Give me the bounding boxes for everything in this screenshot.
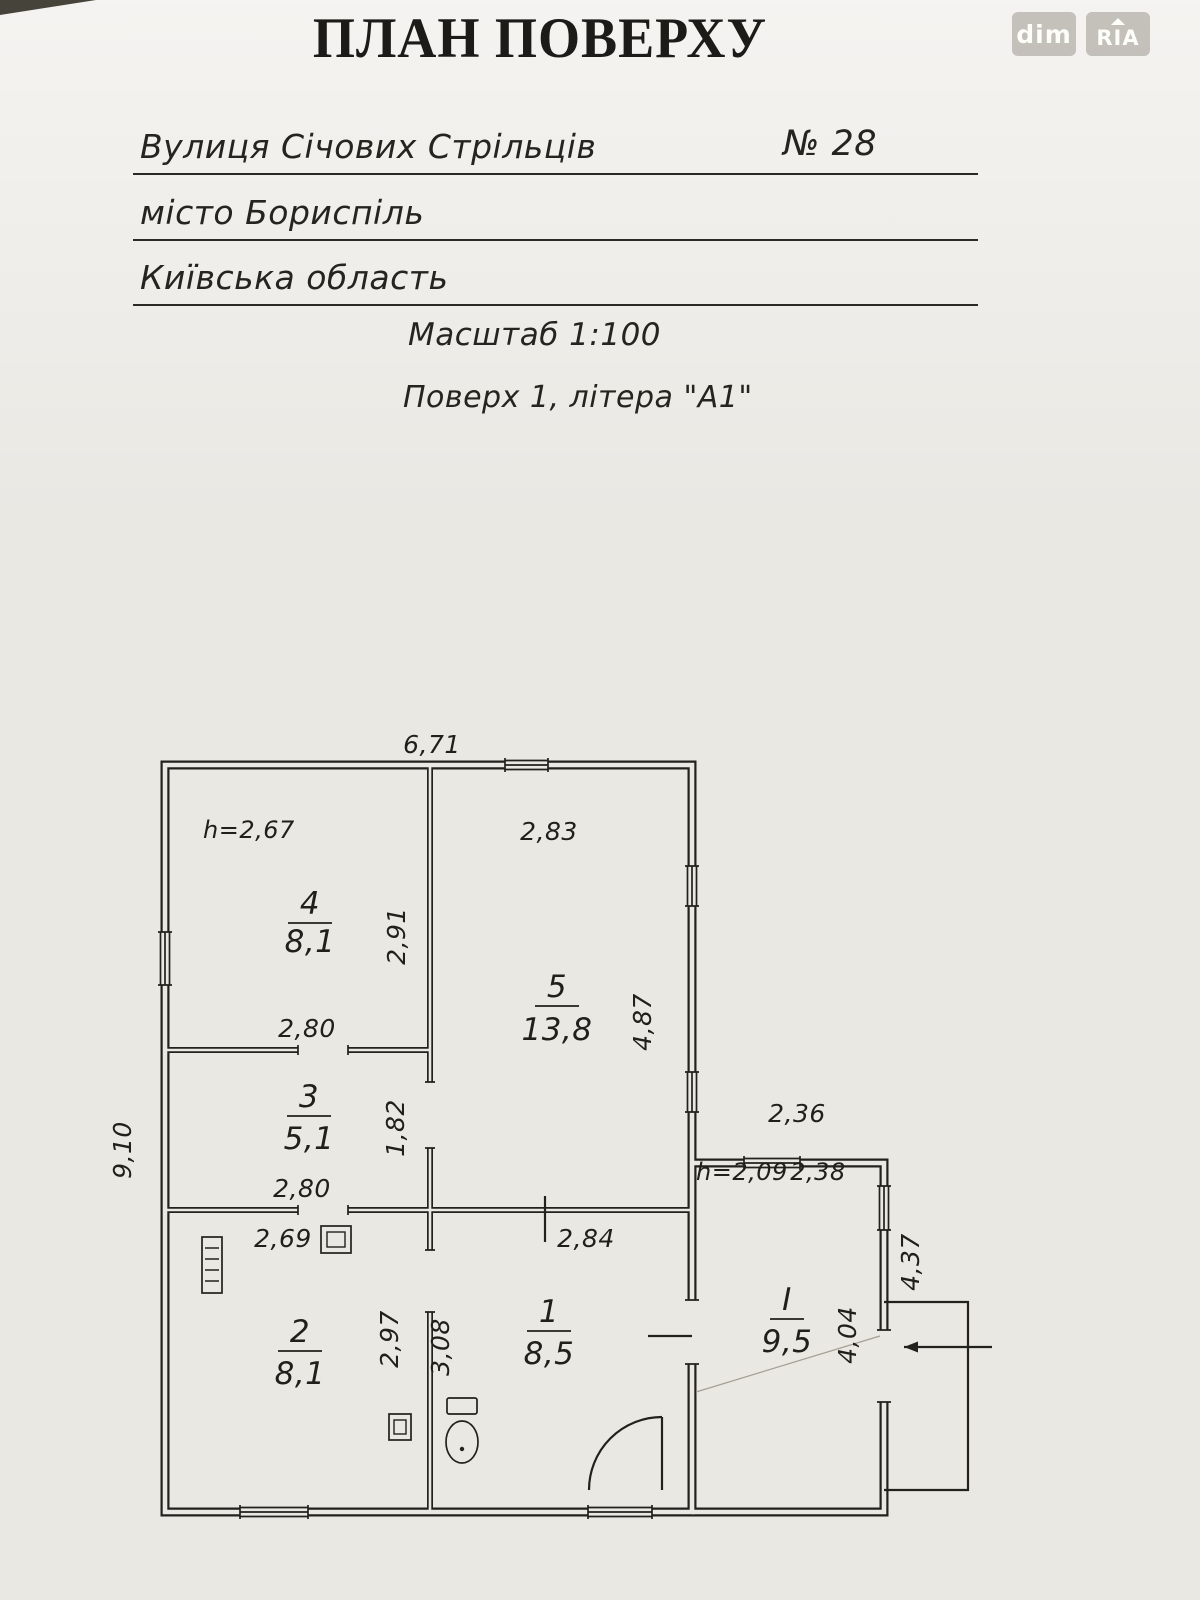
room4-width: 2,80 (278, 1014, 336, 1043)
dim-overall-width: 6,71 (403, 730, 461, 759)
room4-number: 4 (300, 886, 320, 922)
room5-width: 2,83 (520, 817, 578, 846)
room3-width: 2,80 (273, 1174, 331, 1203)
plan-labels: 6,71 9,10 h=2,67 4 8,1 2,91 2,80 2,83 5 … (108, 730, 925, 1392)
annex-inner-width: 2,38 (790, 1158, 845, 1186)
dim-logo: dim (1012, 12, 1076, 56)
wall-channels (162, 762, 887, 1515)
room2-width: 2,69 (254, 1224, 312, 1253)
room-fraction-lines (278, 922, 804, 1352)
stove-icon (320, 1225, 352, 1254)
window-room5-right-lower (685, 1071, 699, 1113)
dim-overall-depth: 9,10 (108, 1121, 137, 1179)
room4-ceiling-height: h=2,67 (203, 816, 295, 844)
window-room5-right-upper (685, 865, 699, 907)
room1-width: 2,84 (557, 1224, 615, 1253)
window-annex-right (877, 1185, 891, 1231)
door-openings (297, 1045, 891, 1403)
walls-outer (160, 760, 889, 1517)
door-arc-room1 (587, 1415, 664, 1491)
scale-note: Масштаб 1:100 (408, 317, 662, 353)
window-room1-bottom (587, 1505, 653, 1519)
ria-logo-text: RIA (1096, 26, 1140, 50)
ria-roof-icon (1111, 18, 1125, 25)
room4-area: 8,1 (285, 924, 336, 960)
boiler-icon (201, 1236, 223, 1294)
street-line: Вулиця Січових Стрільців (140, 127, 597, 166)
window-room4-left (158, 931, 172, 986)
annex-area: 9,5 (762, 1324, 813, 1360)
annex-outer-depth: 4,37 (896, 1233, 925, 1291)
room2-depth: 2,97 (375, 1310, 404, 1368)
floor-note: Поверх 1, літера "А1" (403, 380, 753, 415)
region-underline (133, 304, 978, 306)
street-underline (133, 173, 978, 175)
room3-area: 5,1 (284, 1121, 335, 1157)
annex-number: I (782, 1282, 792, 1318)
room1-number: 1 (539, 1294, 559, 1330)
porch-outline (884, 1300, 970, 1492)
window-annex-top (743, 1156, 801, 1170)
room3-number: 3 (299, 1079, 319, 1115)
entrance-arrow-icon (904, 1341, 992, 1353)
page-title: ПЛАН ПОВЕРХУ (312, 7, 768, 70)
annex-inner-depth: 4,04 (833, 1306, 862, 1364)
room4-depth: 2,91 (382, 907, 411, 965)
window-room2-bottom (239, 1505, 309, 1519)
room5-area: 13,8 (521, 1012, 592, 1048)
room2-number: 2 (290, 1314, 310, 1350)
room5-number: 5 (547, 969, 567, 1005)
city-line: місто Бориспіль (140, 193, 425, 232)
room1-depth: 3,08 (426, 1318, 455, 1376)
ria-logo: RIA (1086, 12, 1150, 56)
dimria-watermark: dim RIA (1012, 12, 1150, 56)
region-line: Київська область (140, 258, 449, 297)
room5-depth: 4,87 (628, 993, 657, 1051)
city-underline (133, 239, 978, 241)
toilet-icon (445, 1397, 479, 1464)
room1-area: 8,5 (524, 1336, 575, 1372)
house-number: № 28 (783, 124, 878, 164)
scan-fold-line (695, 1335, 881, 1393)
room2-area: 8,1 (275, 1356, 326, 1392)
meter-box-icon (388, 1413, 412, 1441)
window-room5-top (504, 758, 549, 772)
annex-ceiling-height: h=2,09 (696, 1158, 788, 1186)
annex-outer-width: 2,36 (768, 1099, 826, 1128)
room3-depth: 1,82 (381, 1099, 410, 1157)
